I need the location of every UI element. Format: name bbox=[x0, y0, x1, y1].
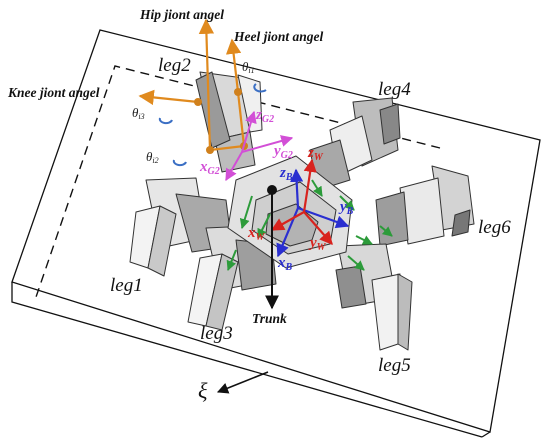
hip-angle-arrow bbox=[198, 18, 215, 151]
dashed-frame bbox=[34, 65, 441, 301]
dashed-frame-line bbox=[34, 65, 441, 301]
rotation-marker-i3 bbox=[158, 117, 173, 125]
x-w-label: xW bbox=[248, 225, 265, 243]
hip-link bbox=[209, 144, 245, 152]
y-b-label: yB bbox=[340, 199, 354, 217]
z-b-label: zB bbox=[280, 165, 293, 183]
heel-link bbox=[236, 91, 246, 147]
x-g2-axis bbox=[225, 151, 243, 182]
knee-angle-arrow bbox=[138, 89, 199, 106]
theta-i1-label: θi1 bbox=[242, 59, 255, 75]
rotation-markers bbox=[158, 83, 267, 167]
theta-i3-label: θi3 bbox=[132, 105, 145, 121]
x-w-axis bbox=[270, 211, 305, 231]
x-b-label: xB bbox=[278, 255, 293, 273]
z-b-axis bbox=[290, 168, 304, 209]
xi-label: ξ bbox=[198, 378, 208, 403]
hip-angle-label: Hip jiont angel bbox=[140, 7, 225, 22]
rotation-marker-i1 bbox=[253, 83, 267, 93]
plane-front-edge bbox=[11, 282, 483, 438]
annotation-arrows bbox=[138, 18, 246, 152]
trunk-label: Trunk bbox=[252, 311, 287, 326]
z-w-axis bbox=[302, 158, 317, 213]
leg6-model bbox=[375, 165, 475, 247]
ground-plane bbox=[11, 29, 541, 438]
world-frame-axes bbox=[270, 158, 333, 245]
leg1-label: leg1 bbox=[110, 275, 143, 296]
leg3-label: leg3 bbox=[200, 323, 233, 344]
leg2-label: leg2 bbox=[158, 55, 191, 76]
xi-pointer bbox=[216, 371, 269, 394]
leg4-model bbox=[309, 97, 401, 191]
leg2-model bbox=[195, 71, 263, 173]
theta-i2-label: θi2 bbox=[146, 149, 159, 165]
joint-dot bbox=[206, 146, 214, 154]
z-g2-axis bbox=[241, 110, 257, 153]
z-g2-label: zG2 bbox=[256, 107, 275, 125]
g2-frame-axes bbox=[225, 110, 294, 182]
z-w-label: zW bbox=[308, 145, 323, 163]
trunk-center-dot bbox=[267, 185, 277, 195]
y-g2-label: yG2 bbox=[274, 143, 293, 161]
joint-dot bbox=[194, 98, 202, 106]
joint-dot bbox=[234, 88, 242, 96]
y-b-axis bbox=[297, 206, 350, 229]
leg5-model bbox=[335, 243, 413, 351]
knee-angle-label: Knee jiont angel bbox=[8, 85, 100, 100]
xi-arrow bbox=[216, 371, 269, 394]
leg5-label: leg5 bbox=[378, 355, 411, 376]
y-w-label: yW bbox=[310, 235, 326, 253]
y-g2-axis bbox=[241, 135, 294, 153]
leg6-label: leg6 bbox=[478, 217, 511, 238]
plane-side-edge bbox=[481, 431, 491, 438]
y-w-axis bbox=[303, 211, 333, 245]
heel-angle-arrow bbox=[225, 38, 242, 93]
heel-angle-label: Heel jiont angel bbox=[234, 29, 324, 44]
trunk-pointer bbox=[265, 185, 279, 310]
body-green-edges bbox=[226, 179, 393, 271]
rotation-marker-i2 bbox=[172, 159, 187, 167]
leg4-label: leg4 bbox=[378, 79, 411, 100]
x-g2-label: xG2 bbox=[200, 159, 220, 177]
